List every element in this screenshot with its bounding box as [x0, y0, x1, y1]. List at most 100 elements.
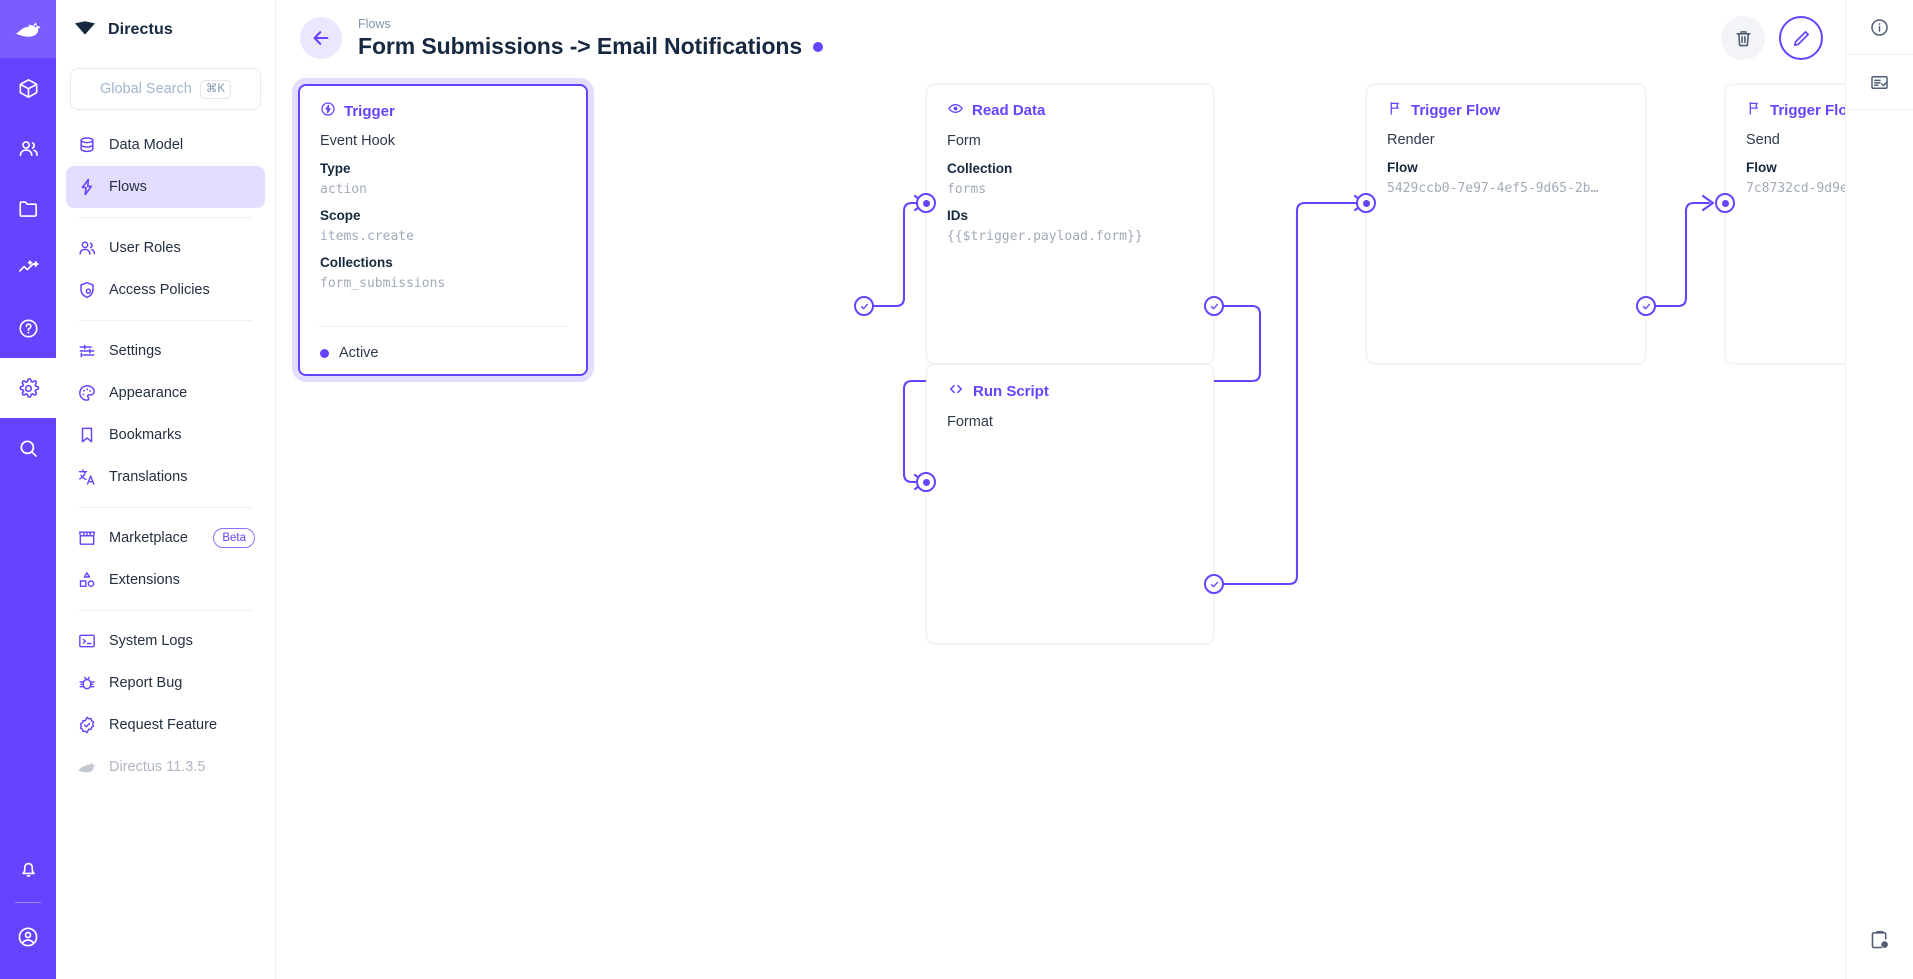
sidebar-divider: [78, 320, 253, 321]
sidebar-item-label: Report Bug: [109, 675, 183, 691]
directus-wordmark-icon: [74, 20, 96, 41]
sidebar-item-data-model[interactable]: Data Model: [66, 124, 265, 166]
back-button[interactable]: [300, 17, 342, 59]
flow-node-trigger-flow-send[interactable]: Trigger Flow Send Flow 7c8732cd-9d9e-44b…: [1725, 84, 1845, 364]
sidebar-title: Directus: [108, 21, 173, 38]
flow-logs-icon[interactable]: [1846, 55, 1913, 109]
sidebar-item-access-policies[interactable]: Access Policies: [66, 269, 265, 311]
right-rail-divider: [1846, 109, 1913, 110]
sidebar-item-appearance[interactable]: Appearance: [66, 372, 265, 414]
search-shortcut-key: ⌘K: [199, 79, 232, 99]
search-input[interactable]: Global Search ⌘K: [70, 68, 261, 110]
clipboard-history-icon[interactable]: [1846, 913, 1913, 967]
help-question-icon[interactable]: [0, 298, 56, 358]
sidebar-item-extensions[interactable]: Extensions: [66, 559, 265, 601]
flow-node-trigger-flow-render[interactable]: Trigger Flow Render Flow 5429ccb0-7e97-4…: [1366, 84, 1646, 364]
sidebar-item-label: System Logs: [109, 633, 193, 649]
info-circle-icon[interactable]: [1846, 0, 1913, 54]
node-name: Form: [947, 133, 981, 149]
port-dot-icon: [1362, 199, 1370, 207]
eye-icon: [947, 100, 964, 121]
edit-flow-button[interactable]: [1779, 16, 1823, 60]
main-content: Flows Form Submissions -> Email Notifica…: [276, 0, 1845, 979]
sidebar-item-system-logs[interactable]: System Logs: [66, 620, 265, 662]
sidebar-item-label: Directus 11.3.5: [109, 759, 206, 775]
sidebar-item-label: Appearance: [109, 385, 188, 401]
node-body: Render Flow 5429ccb0-7e97-4ef5-9d65-2b…: [1367, 120, 1645, 199]
flag-icon: [1387, 100, 1403, 120]
files-folder-icon[interactable]: [0, 178, 56, 238]
notifications-bell-icon[interactable]: [0, 838, 56, 898]
shield-lock-icon: [76, 280, 97, 301]
sidebar-item-settings[interactable]: Settings: [66, 330, 265, 372]
sidebar-header: Directus: [56, 0, 275, 60]
flow-canvas[interactable]: Trigger Event Hook Type action Scope ite…: [276, 76, 1845, 979]
node-field-value: 7c8732cd-9d9e-44be-a3f6-89…: [1746, 181, 1845, 196]
sidebar-item-label: Flows: [109, 179, 147, 195]
translate-icon: [76, 467, 97, 488]
rail-divider: [15, 902, 41, 903]
sidebar-item-request-feature[interactable]: Request Feature: [66, 704, 265, 746]
sidebar-item-marketplace[interactable]: Marketplace Beta: [66, 517, 265, 559]
terminal-icon: [76, 631, 97, 652]
node-field-key: Type: [320, 161, 351, 176]
port-resolve-run-script[interactable]: [1204, 574, 1224, 594]
search-icon[interactable]: [0, 418, 56, 478]
storefront-icon: [76, 528, 97, 549]
node-divider: [318, 326, 568, 327]
node-header-label: Run Script: [973, 382, 1049, 400]
account-avatar-icon[interactable]: [0, 907, 56, 967]
node-header: Read Data: [927, 85, 1213, 121]
port-resolve-trigger-flow-render[interactable]: [1636, 296, 1656, 316]
beta-badge: Beta: [213, 528, 255, 548]
bookmark-icon: [76, 425, 97, 446]
node-field-value: {{$trigger.payload.form}}: [947, 229, 1143, 244]
node-name: Render: [1387, 132, 1435, 148]
port-input-read-data[interactable]: [916, 193, 936, 213]
sidebar-item-label: Data Model: [109, 137, 184, 153]
node-field-value: forms: [947, 182, 987, 197]
insights-chart-icon[interactable]: [0, 238, 56, 298]
settings-gear-icon[interactable]: [0, 358, 56, 418]
node-field-value: form_submissions: [320, 276, 446, 291]
status-dot-icon: [320, 348, 329, 358]
header-actions: [1721, 16, 1823, 60]
sidebar-item-translations[interactable]: Translations: [66, 456, 265, 498]
port-input-run-script[interactable]: [916, 472, 936, 492]
port-resolve-trigger[interactable]: [854, 296, 874, 316]
directus-logo-icon[interactable]: [0, 0, 56, 58]
title-block: Flows Form Submissions -> Email Notifica…: [358, 16, 824, 60]
sidebar-divider: [78, 217, 253, 218]
breadcrumb[interactable]: Flows: [358, 17, 391, 31]
port-input-trigger-flow-send[interactable]: [1715, 193, 1735, 213]
delete-flow-button[interactable]: [1721, 16, 1765, 60]
flag-icon: [1746, 100, 1762, 120]
sidebar-item-bookmarks[interactable]: Bookmarks: [66, 414, 265, 456]
node-field-key: Collection: [947, 161, 1013, 176]
node-field-key: Flow: [1387, 160, 1418, 175]
port-resolve-read-data[interactable]: [1204, 296, 1224, 316]
sidebar-nav: Data Model Flows User Roles Acc: [56, 124, 275, 788]
sidebar-item-label: Access Policies: [109, 282, 210, 298]
node-header: Trigger Flow: [1726, 85, 1845, 120]
trigger-bolt-circle-icon: [320, 101, 336, 121]
port-input-trigger-flow-render[interactable]: [1356, 193, 1376, 213]
sidebar-item-report-bug[interactable]: Report Bug: [66, 662, 265, 704]
port-dot-icon: [922, 478, 930, 486]
flow-node-read-data[interactable]: Read Data Form Collection forms IDs {{$t…: [926, 84, 1214, 364]
sidebar-item-user-roles[interactable]: User Roles: [66, 227, 265, 269]
sidebar-item-flows[interactable]: Flows: [66, 166, 265, 208]
sidebar-item-label: Settings: [109, 343, 162, 359]
flow-node-run-script[interactable]: Run Script Format: [926, 364, 1214, 644]
node-name: Event Hook: [320, 133, 395, 149]
sidebar-divider: [78, 507, 253, 508]
sidebar-item-label: Translations: [109, 469, 188, 485]
users-icon[interactable]: [0, 118, 56, 178]
node-field-value: items.create: [320, 229, 414, 244]
flow-node-trigger[interactable]: Trigger Event Hook Type action Scope ite…: [298, 84, 588, 376]
content-box-icon[interactable]: [0, 58, 56, 118]
node-body: Event Hook Type action Scope items.creat…: [300, 121, 586, 294]
users-icon: [76, 238, 97, 259]
check-badge-icon: [76, 715, 97, 736]
database-icon: [76, 135, 97, 156]
